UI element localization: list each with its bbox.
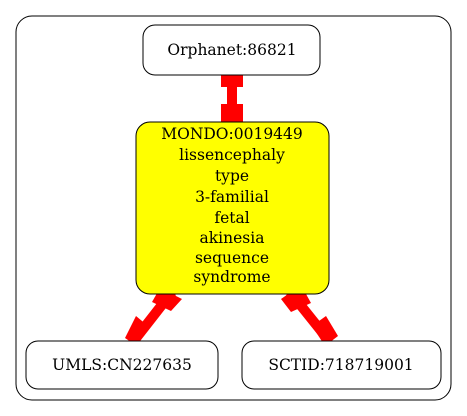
node-mondo-line: syndrome [193,268,270,286]
node-mondo-line: fetal [214,209,249,227]
node-orphanet[interactable]: Orphanet:86821 [142,24,321,76]
node-sctid-box [241,340,442,390]
node-umls[interactable]: UMLS:CN227635 [25,340,219,390]
node-orphanet-label: Orphanet:86821 [167,41,296,59]
node-mondo[interactable]: MONDO:0019449 lissencephaly type 3-famil… [135,121,330,295]
node-mondo-line: sequence [195,249,269,267]
edge-end-marker [312,316,338,346]
node-sctid-label: SCTID:718719001 [268,356,413,374]
node-mondo-line: MONDO:0019449 [161,125,303,143]
node-umls-label: UMLS:CN227635 [52,356,192,374]
node-mondo-line: 3-familial [195,188,269,206]
edge-mondo-sctid [281,285,338,346]
node-mondo-line: lissencephaly [179,146,285,164]
node-orphanet-box [142,24,321,76]
node-sctid[interactable]: SCTID:718719001 [241,340,442,390]
node-mondo-line: akinesia [200,229,265,247]
node-umls-box [25,340,219,390]
edge-end-marker [221,104,243,124]
edges [125,69,338,346]
node-mondo-box [135,121,330,295]
edge-end-marker [125,316,148,346]
node-mondo-line: type [215,167,249,185]
